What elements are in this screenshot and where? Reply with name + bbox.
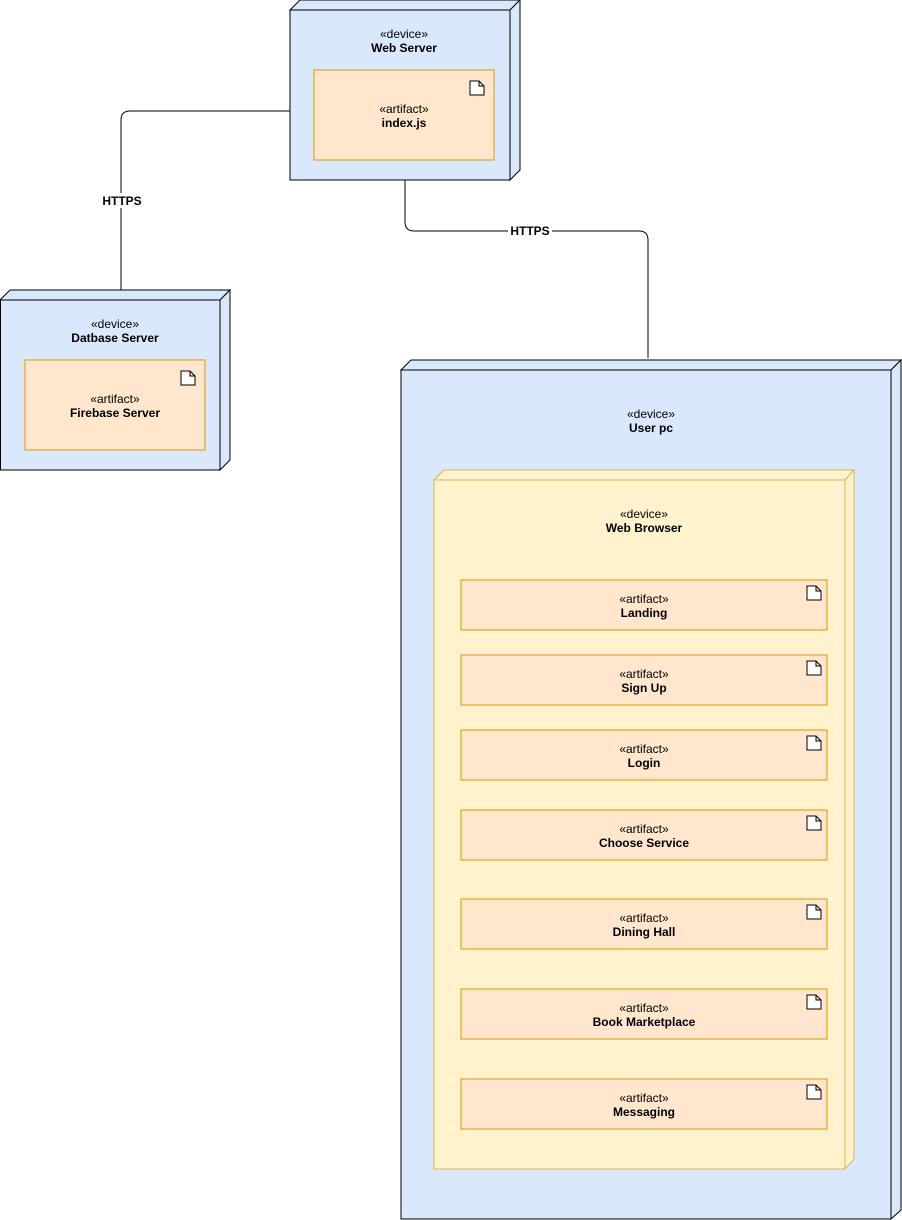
artifact-book-marketplace[interactable]: «artifact» Book Marketplace: [460, 988, 828, 1040]
node-stereotype: «device»: [91, 317, 139, 331]
document-icon: [469, 80, 485, 96]
node-name: Datbase Server: [71, 331, 159, 345]
node-stereotype: «device»: [627, 407, 675, 421]
document-icon: [806, 815, 822, 831]
document-icon: [806, 735, 822, 751]
node-stereotype: «device»: [380, 27, 428, 41]
artifact-landing[interactable]: «artifact» Landing: [460, 579, 828, 631]
node-name: User pc: [629, 421, 673, 435]
artifact-name: Choose Service: [599, 836, 689, 850]
artifact-sign-up[interactable]: «artifact» Sign Up: [460, 654, 828, 706]
artifact-stereotype: «artifact»: [619, 592, 669, 606]
artifact-name: Landing: [621, 606, 668, 620]
connector-label-bg: [100, 193, 144, 208]
node-name: Web Server: [371, 41, 437, 55]
connector-web-to-db: [120, 110, 290, 290]
document-icon: [806, 585, 822, 601]
node-name: Web Browser: [606, 521, 683, 535]
artifact-name: Book Marketplace: [593, 1015, 696, 1029]
artifact-stereotype: «artifact»: [379, 102, 429, 116]
node-stereotype: «device»: [620, 507, 668, 521]
artifact-login[interactable]: «artifact» Login: [460, 729, 828, 781]
artifact-stereotype: «artifact»: [619, 1001, 669, 1015]
artifact-dining-hall[interactable]: «artifact» Dining Hall: [460, 898, 828, 950]
artifact-stereotype: «artifact»: [619, 1091, 669, 1105]
artifact-name: Sign Up: [621, 681, 666, 695]
artifact-name: Messaging: [613, 1105, 675, 1119]
connector-web-to-user: [404, 180, 649, 358]
artifact-stereotype: «artifact»: [90, 392, 140, 406]
connector-label-web-to-user: HTTPS: [510, 224, 549, 238]
artifact-name: Firebase Server: [70, 406, 160, 420]
artifact-stereotype: «artifact»: [619, 667, 669, 681]
artifact-name: index.js: [382, 116, 427, 130]
artifact-stereotype: «artifact»: [619, 911, 669, 925]
document-icon: [806, 994, 822, 1010]
artifact-index-js[interactable]: «artifact» index.js: [313, 69, 495, 161]
artifact-firebase-server[interactable]: «artifact» Firebase Server: [24, 359, 206, 451]
artifact-stereotype: «artifact»: [619, 822, 669, 836]
document-icon: [806, 1084, 822, 1100]
document-icon: [806, 660, 822, 676]
artifact-messaging[interactable]: «artifact» Messaging: [460, 1078, 828, 1130]
document-icon: [806, 904, 822, 920]
artifact-name: Dining Hall: [613, 925, 676, 939]
connector-label-web-to-db: HTTPS: [102, 194, 141, 208]
connector-label-bg: [508, 223, 552, 238]
artifact-name: Login: [628, 756, 661, 770]
document-icon: [180, 370, 196, 386]
artifact-choose-service[interactable]: «artifact» Choose Service: [460, 809, 828, 861]
artifact-stereotype: «artifact»: [619, 742, 669, 756]
